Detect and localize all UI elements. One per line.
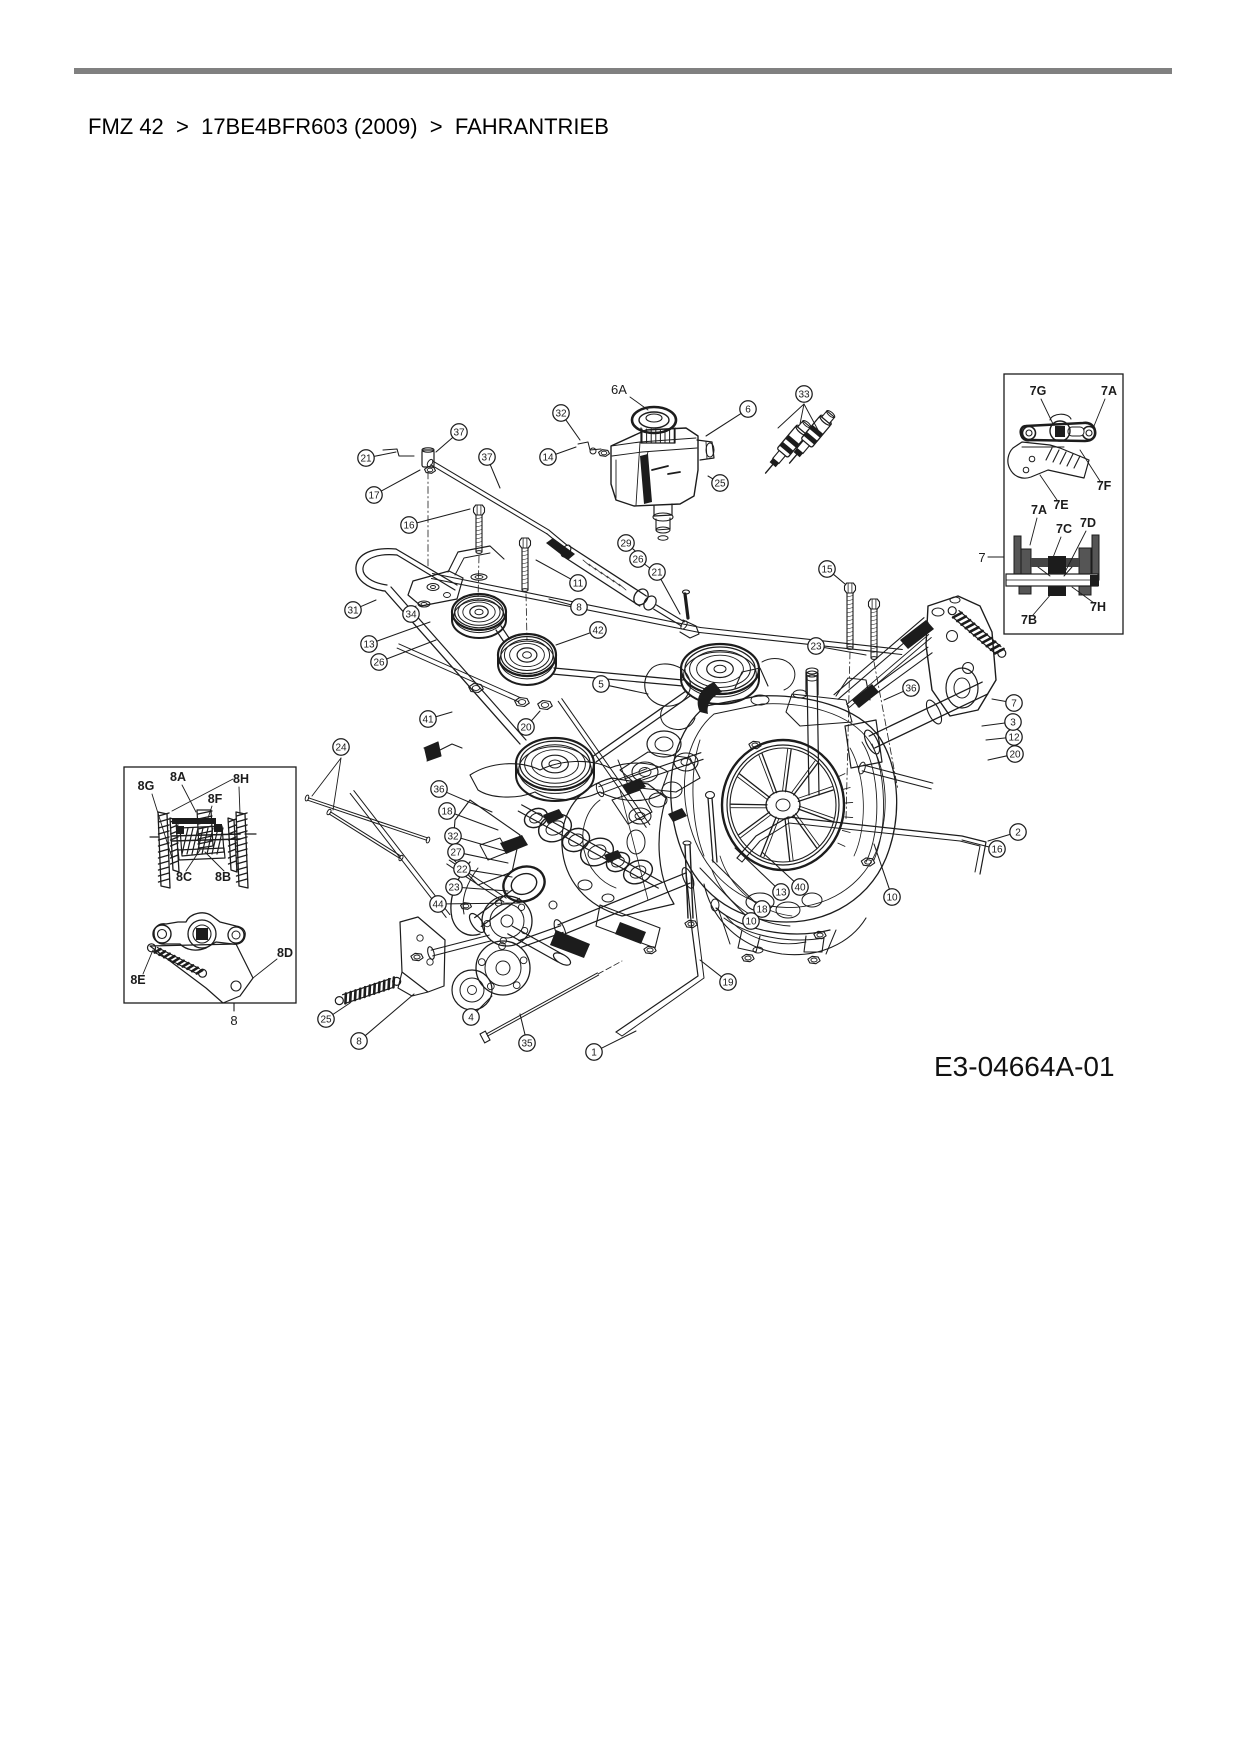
svg-text:26: 26 xyxy=(632,555,644,566)
svg-text:37: 37 xyxy=(481,453,493,464)
svg-text:3: 3 xyxy=(1010,718,1016,729)
svg-text:5: 5 xyxy=(598,680,604,691)
svg-text:22: 22 xyxy=(456,865,468,876)
svg-text:7A: 7A xyxy=(1101,384,1117,398)
svg-text:8D: 8D xyxy=(277,946,293,960)
svg-text:25: 25 xyxy=(714,479,726,490)
svg-text:7A: 7A xyxy=(1031,503,1047,517)
svg-text:8B: 8B xyxy=(215,870,231,884)
svg-text:8G: 8G xyxy=(138,779,155,793)
svg-text:40: 40 xyxy=(794,883,806,894)
svg-text:15: 15 xyxy=(821,565,833,576)
svg-text:8: 8 xyxy=(356,1037,362,1048)
svg-text:7B: 7B xyxy=(1021,613,1037,627)
svg-text:29: 29 xyxy=(620,539,632,550)
svg-text:37: 37 xyxy=(453,428,465,439)
svg-text:23: 23 xyxy=(448,883,460,894)
svg-text:44: 44 xyxy=(432,900,444,911)
svg-text:12: 12 xyxy=(1008,733,1020,744)
svg-text:20: 20 xyxy=(1009,750,1021,761)
svg-text:7E: 7E xyxy=(1053,498,1068,512)
svg-text:20: 20 xyxy=(520,723,532,734)
svg-text:4: 4 xyxy=(468,1013,474,1024)
svg-text:7D: 7D xyxy=(1080,516,1096,530)
svg-text:24: 24 xyxy=(335,743,347,754)
svg-text:16: 16 xyxy=(991,845,1003,856)
svg-text:8H: 8H xyxy=(233,772,249,786)
svg-text:7: 7 xyxy=(978,550,985,565)
svg-text:7: 7 xyxy=(1011,699,1017,710)
svg-text:21: 21 xyxy=(360,454,372,465)
svg-text:26: 26 xyxy=(373,658,385,669)
svg-text:11: 11 xyxy=(573,579,584,590)
svg-text:19: 19 xyxy=(722,978,734,989)
svg-text:14: 14 xyxy=(542,453,554,464)
svg-text:8C: 8C xyxy=(176,870,192,884)
svg-text:1: 1 xyxy=(591,1048,597,1059)
svg-text:42: 42 xyxy=(592,626,604,637)
svg-text:25: 25 xyxy=(320,1015,332,1026)
svg-text:36: 36 xyxy=(433,785,445,796)
svg-text:36: 36 xyxy=(905,684,917,695)
svg-text:7C: 7C xyxy=(1056,522,1072,536)
svg-text:8E: 8E xyxy=(130,973,145,987)
svg-text:6A: 6A xyxy=(611,382,627,397)
svg-text:10: 10 xyxy=(886,893,898,904)
svg-text:34: 34 xyxy=(405,610,417,621)
svg-text:2: 2 xyxy=(1015,828,1021,839)
svg-text:21: 21 xyxy=(651,568,663,579)
svg-text:32: 32 xyxy=(555,409,567,420)
svg-text:8A: 8A xyxy=(170,770,186,784)
svg-text:8F: 8F xyxy=(208,792,223,806)
svg-text:10: 10 xyxy=(745,917,757,928)
svg-text:8: 8 xyxy=(576,603,582,614)
svg-text:27: 27 xyxy=(450,848,462,859)
svg-text:8: 8 xyxy=(230,1013,237,1028)
svg-text:7F: 7F xyxy=(1097,479,1112,493)
svg-text:7H: 7H xyxy=(1090,600,1106,614)
svg-text:6: 6 xyxy=(745,405,751,416)
svg-text:7G: 7G xyxy=(1030,384,1047,398)
svg-text:17: 17 xyxy=(368,491,380,502)
svg-text:16: 16 xyxy=(403,521,415,532)
svg-text:18: 18 xyxy=(756,905,768,916)
svg-text:35: 35 xyxy=(521,1039,533,1050)
svg-text:32: 32 xyxy=(447,832,459,843)
svg-text:23: 23 xyxy=(810,642,822,653)
svg-text:13: 13 xyxy=(775,888,787,899)
svg-text:18: 18 xyxy=(441,807,453,818)
svg-text:13: 13 xyxy=(363,640,375,651)
svg-text:33: 33 xyxy=(798,390,810,401)
svg-text:31: 31 xyxy=(347,606,359,617)
svg-text:41: 41 xyxy=(422,715,434,726)
